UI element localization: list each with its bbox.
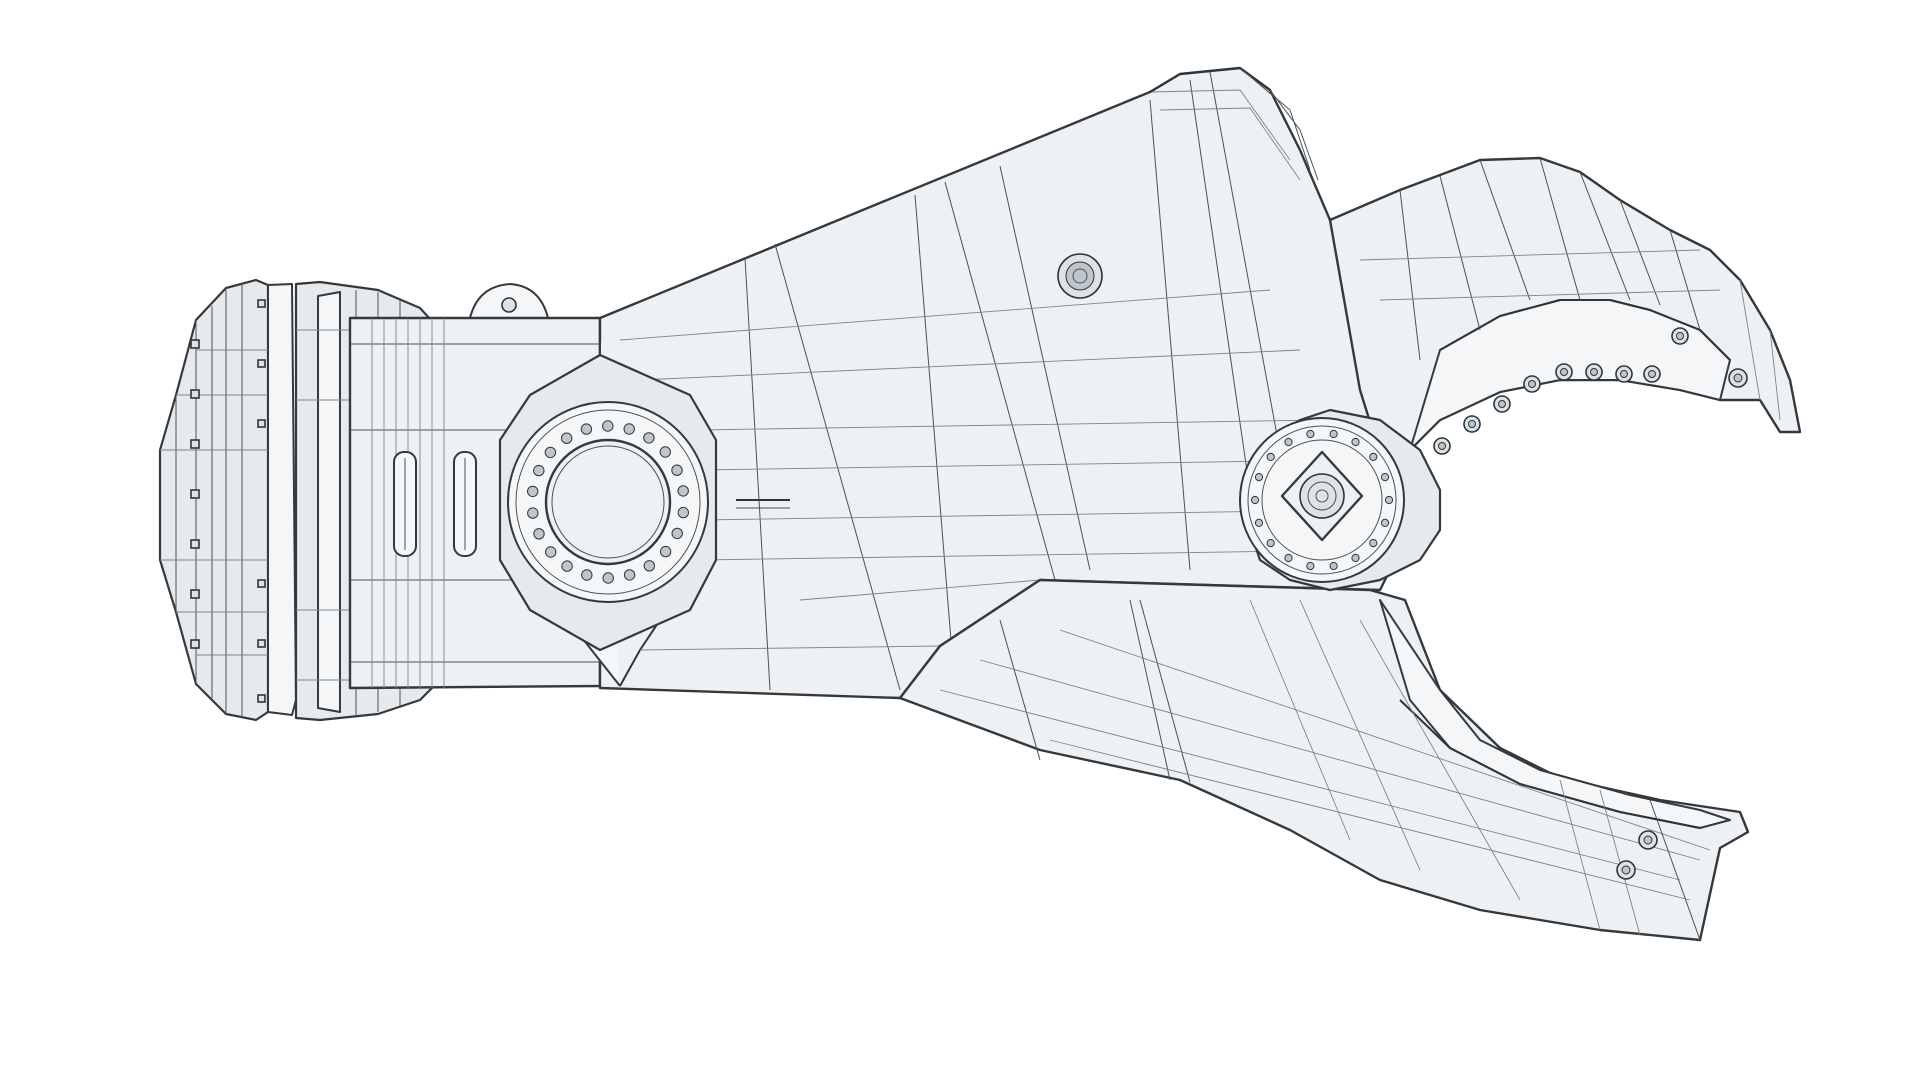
bolt-icon [659, 446, 671, 458]
front-pivot-boss [1239, 408, 1442, 592]
bolt-icon [1369, 539, 1378, 548]
bolt-icon [1266, 452, 1275, 461]
bolt-icon [659, 545, 672, 558]
bolt-icon [1384, 495, 1394, 505]
bolt-icon [1380, 518, 1390, 528]
bolt-icon [1306, 561, 1315, 571]
bolt-center [1498, 400, 1506, 408]
rear-pivot-boss [498, 353, 718, 652]
bolt-icon [544, 446, 557, 459]
bolt-icon [623, 569, 636, 581]
bolt-icon [1254, 473, 1264, 482]
bolt-icon [561, 560, 573, 572]
bolt-icon [533, 464, 545, 477]
bolt-icon [1284, 553, 1293, 563]
jaw-bolt-icon [1728, 368, 1748, 388]
bolt-icon [1351, 553, 1360, 563]
bolt-icon [527, 507, 539, 519]
bolt-circle [1250, 429, 1394, 571]
bolt-icon [1369, 452, 1378, 461]
jaw-bolt-icon [1616, 830, 1658, 880]
bolt-icon [1329, 561, 1338, 571]
bolt-center [1620, 370, 1628, 378]
bolt-center [1648, 370, 1656, 378]
bolt-icon [561, 432, 573, 444]
upper-jaw [1328, 156, 1802, 472]
jaw-bolt-row [1433, 327, 1689, 455]
bolt-icon [602, 420, 614, 432]
bolt-icon [580, 423, 593, 435]
bolt-center [1468, 420, 1476, 428]
bolt-icon [677, 506, 689, 519]
bolt-icon [602, 572, 614, 584]
bolt-icon [1380, 473, 1390, 482]
grease-fitting-icon [1057, 253, 1103, 299]
bolt-icon [671, 464, 683, 476]
bolt-center [1590, 368, 1598, 376]
bolt-icon [677, 485, 689, 497]
lifting-eye [469, 283, 549, 319]
bolt-icon [581, 569, 593, 581]
bolt-icon [1250, 495, 1260, 505]
bolt-icon [1254, 518, 1264, 528]
bolt-icon [545, 546, 557, 558]
bolt-center [1528, 380, 1536, 388]
bolt-icon [623, 423, 635, 435]
bolt-center [1676, 332, 1684, 340]
bolt-icon [1351, 437, 1360, 447]
bolt-icon [1306, 429, 1315, 439]
bolt-icon [1284, 437, 1293, 447]
bolt-icon [671, 527, 683, 540]
bolt-icon [1329, 429, 1338, 439]
flange-bolt-icon [190, 299, 266, 703]
bolt-center [1560, 368, 1568, 376]
bolt-icon [1266, 539, 1275, 548]
bolt-center [1438, 442, 1446, 450]
bolt-icon [527, 485, 539, 498]
bolt-icon [533, 528, 545, 540]
bolt-circle [527, 420, 689, 584]
bolt-icon [643, 432, 655, 444]
lower-jaw [898, 578, 1750, 942]
bolt-icon [643, 560, 655, 572]
